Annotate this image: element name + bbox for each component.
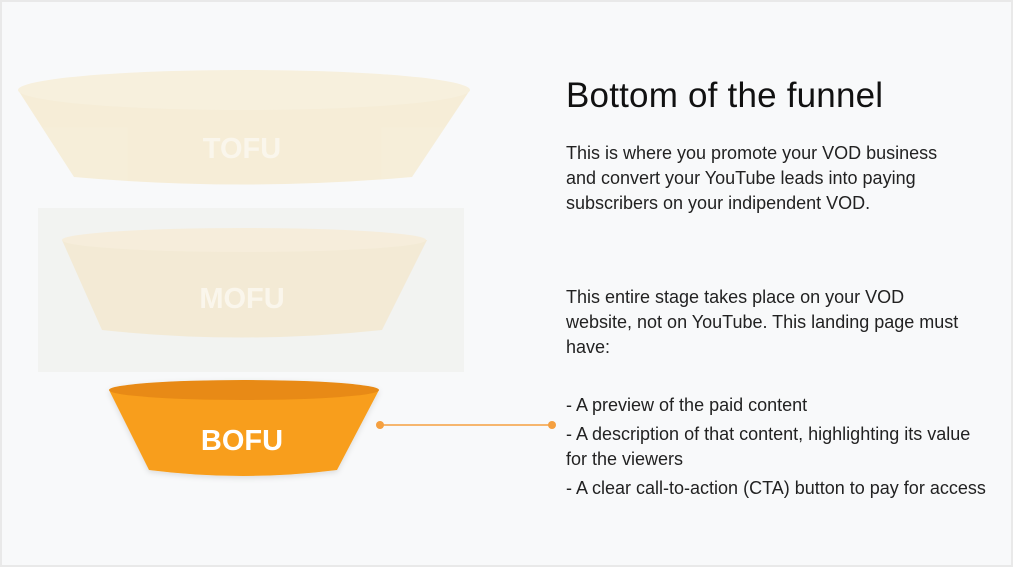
bofu-shape [109, 390, 379, 476]
tofu-shape [18, 90, 470, 185]
bofu-label: BOFU [201, 425, 283, 457]
list-item: - A preview of the paid content [566, 395, 808, 415]
list-item: - A clear call-to-action (CTA) button to… [566, 478, 986, 498]
funnel-stage-tofu[interactable]: TOFU [18, 70, 470, 185]
intro-paragraph: This is where you promote your VOD busin… [566, 143, 938, 213]
page-title: Bottom of the funnel [566, 76, 884, 115]
mofu-rim [62, 228, 426, 252]
requirements-list: - A preview of the paid content - A desc… [566, 393, 991, 505]
tofu-label: TOFU [203, 133, 281, 165]
mofu-shape [62, 240, 427, 338]
bofu-connector [376, 421, 556, 429]
funnel-stage-mofu[interactable]: MOFU [38, 208, 464, 372]
list-item: - A description of that content, highlig… [566, 424, 971, 469]
funnel-stage-bofu[interactable]: BOFU [109, 380, 379, 476]
tofu-rim [18, 70, 470, 110]
connector-dot-left [376, 421, 384, 429]
mofu-label: MOFU [199, 283, 284, 315]
connector-dot-right [548, 421, 556, 429]
landing-page-paragraph: This entire stage takes place on your VO… [566, 287, 959, 357]
bofu-rim [109, 380, 379, 400]
